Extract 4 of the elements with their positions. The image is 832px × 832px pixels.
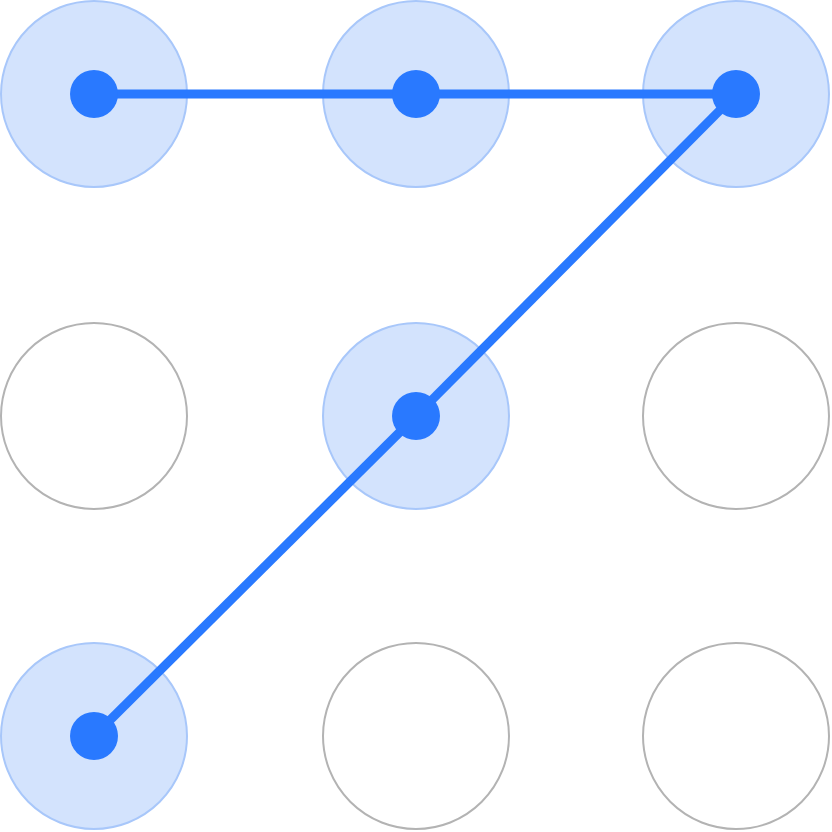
connector-line — [428, 106, 724, 404]
connector-line — [116, 89, 394, 99]
connector-line — [106, 428, 404, 724]
connector-line — [438, 89, 714, 99]
